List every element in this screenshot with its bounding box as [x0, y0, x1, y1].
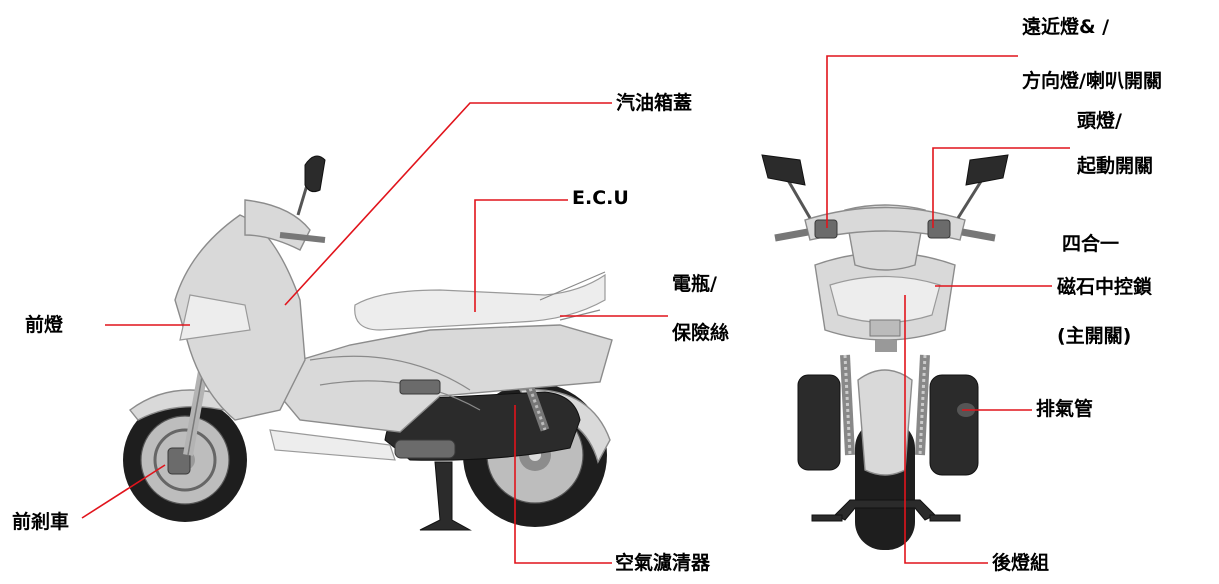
label-beam-switch-line1: 遠近燈& /	[1022, 16, 1110, 38]
label-exhaust: 排氣管	[1036, 398, 1094, 420]
side-view-scooter	[123, 155, 613, 531]
label-main-lock-line2: 磁石中控鎖	[1057, 276, 1153, 298]
leader-headlight-switch	[932, 147, 1070, 228]
label-ecu: E.C.U	[572, 187, 629, 209]
leader-beam-switch	[826, 55, 1018, 228]
label-battery: 電瓶/	[672, 273, 717, 295]
label-fuse: 保險絲	[672, 322, 730, 344]
label-front-brake: 前剎車	[12, 511, 70, 533]
rear-muffler	[929, 374, 979, 476]
label-headlight: 前燈	[25, 314, 64, 336]
label-beam-switch-line2: 方向燈/喇叭開關	[1022, 70, 1162, 92]
label-headlight-switch-line1: 頭燈/	[1077, 110, 1122, 132]
front-wheel	[123, 398, 247, 522]
label-air-filter: 空氣濾清器	[615, 552, 711, 574]
label-main-lock-line1: 四合一	[1062, 233, 1120, 255]
rear-view-scooter	[761, 154, 1009, 550]
label-tail-light: 後燈組	[992, 552, 1050, 574]
leader-ecu	[474, 199, 568, 312]
leader-fuel-cap	[284, 102, 612, 306]
leader-tail-light	[904, 295, 988, 564]
leader-lines	[81, 55, 1070, 564]
label-main-lock-line3: (主開關)	[1057, 325, 1132, 347]
label-fuel-cap: 汽油箱蓋	[616, 92, 693, 114]
label-headlight-switch-line2: 起動開關	[1077, 155, 1154, 177]
leader-air-filter	[514, 405, 612, 564]
leader-front-brake	[81, 464, 166, 519]
